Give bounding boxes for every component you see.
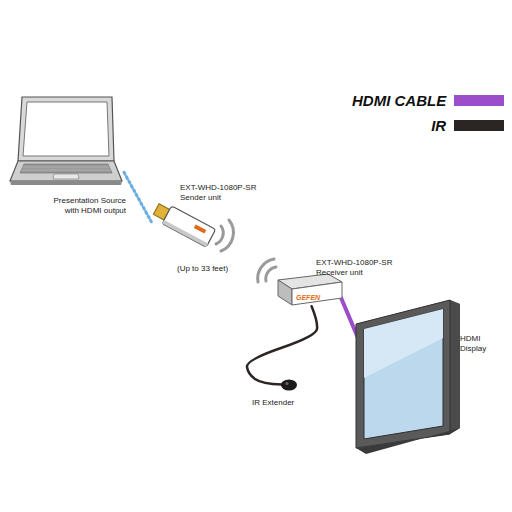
device-label: EXT-WHD-1080P-SR Receiver unit xyxy=(316,258,408,277)
legend-text: IR xyxy=(431,117,446,134)
legend-text: HDMI CABLE xyxy=(352,92,446,109)
device-illustration xyxy=(280,378,298,391)
device-illustration xyxy=(272,272,344,308)
device-label: HDMI Display xyxy=(460,334,508,353)
device-node: HDMI Display xyxy=(350,298,462,456)
cable-connector xyxy=(247,306,317,384)
device-illustration xyxy=(150,205,218,245)
device-label: EXT-WHD-1080P-SR Sender unit xyxy=(180,183,270,202)
device-node: EXT-WHD-1080P-SR Receiver unitGEFEN xyxy=(272,272,344,308)
device-node: Presentation Source with HDMI output xyxy=(8,95,124,187)
legend-swatch xyxy=(454,120,504,131)
cable-connector xyxy=(124,172,151,222)
device-illustration xyxy=(8,95,124,187)
legend-swatch xyxy=(454,95,504,106)
legend-row: IR xyxy=(352,117,504,134)
legend-row: HDMI CABLE xyxy=(352,92,504,109)
brand-logo: GEFEN xyxy=(296,293,336,303)
legend: HDMI CABLE IR xyxy=(352,92,504,142)
device-node: EXT-WHD-1080P-SR Sender unit xyxy=(150,205,218,245)
device-label: IR Extender xyxy=(252,398,312,408)
device-node: IR Extender xyxy=(280,378,298,391)
range-note: (Up to 33 feet) xyxy=(177,264,228,274)
device-label: Presentation Source with HDMI output xyxy=(38,196,126,215)
device-illustration xyxy=(350,298,462,456)
